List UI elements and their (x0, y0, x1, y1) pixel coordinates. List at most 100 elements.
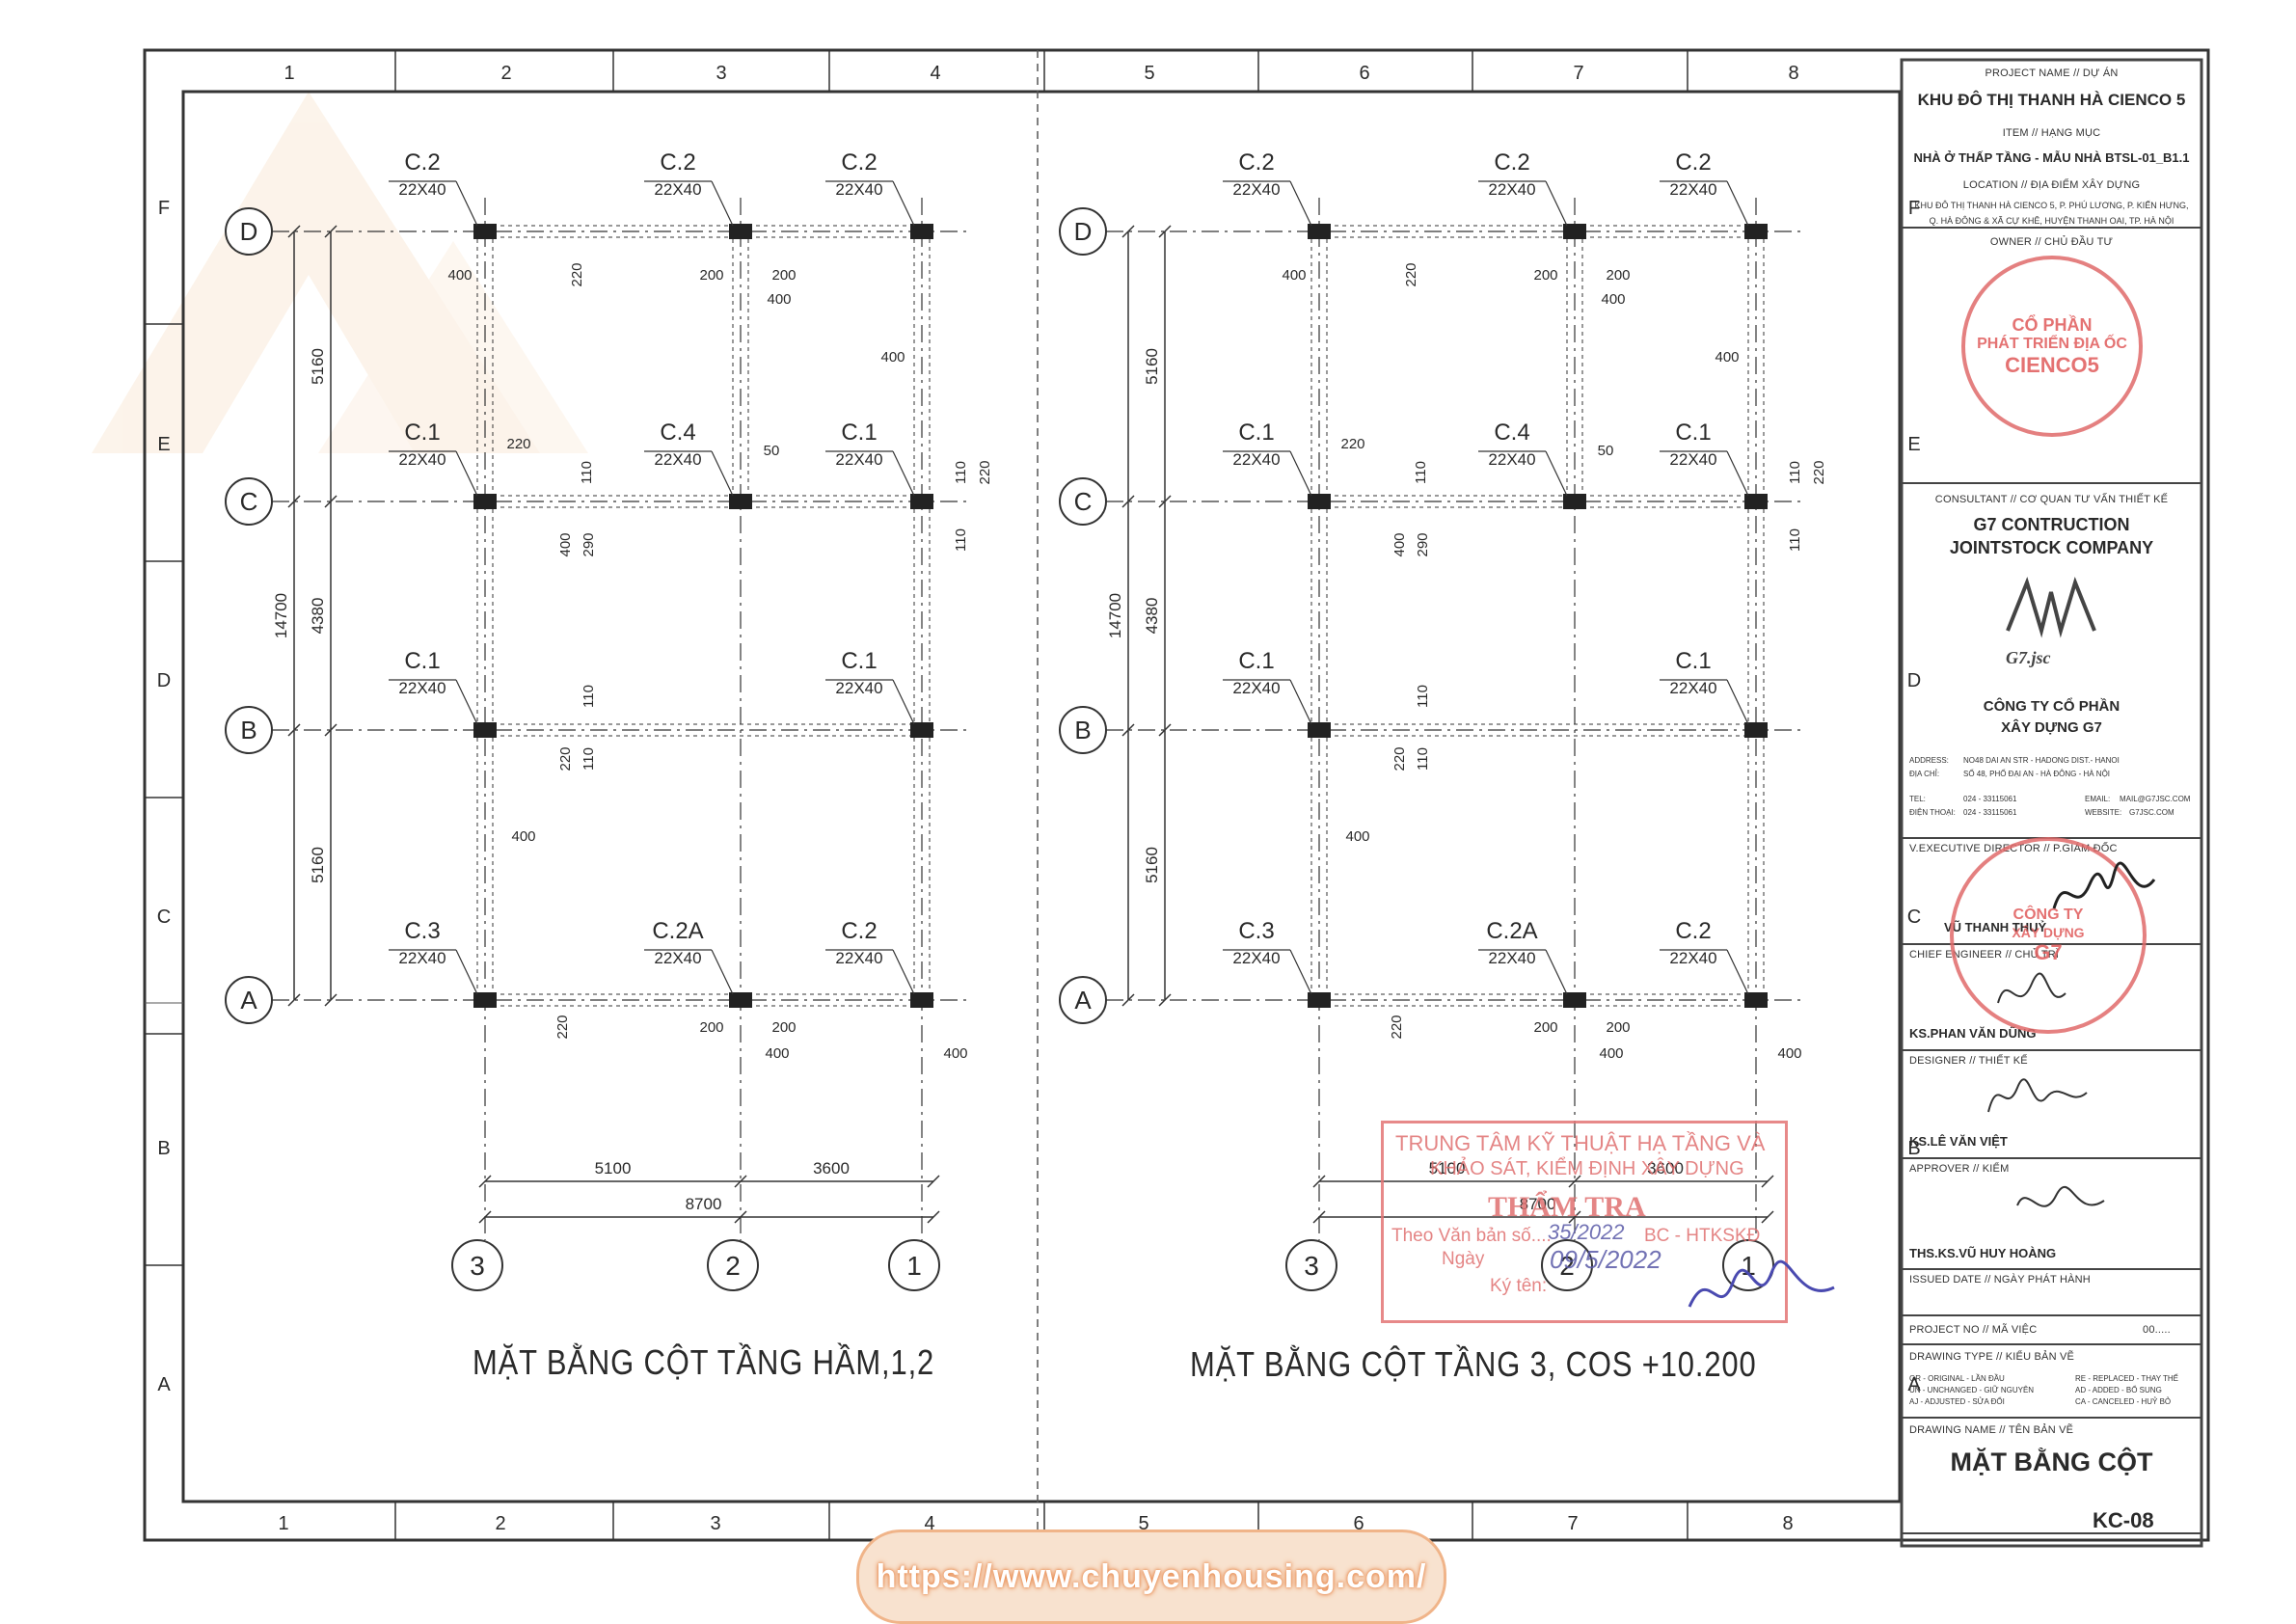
dim-seg3-vertical: 5160 (1143, 847, 1161, 883)
dim-seg1-horizontal: 5100 (595, 1159, 632, 1177)
column-name: C.1 (1675, 648, 1711, 674)
drawingname-label: DRAWING NAME // TÊN BẢN VẼ (1909, 1424, 2074, 1436)
consultant-line1: G7 CONTRUCTION (1973, 515, 2130, 534)
dim-400: 400 (765, 1045, 789, 1062)
dt-replaced: RE - REPLACED - THAY THẾ (2075, 1374, 2178, 1383)
top-grid-number: 3 (716, 63, 726, 84)
dt-canceled: CA - CANCELED - HUỶ BỎ (2075, 1397, 2172, 1406)
right-grid-letter: C (1907, 907, 1921, 928)
dim-tick (324, 225, 338, 238)
dim-tick (324, 495, 338, 508)
address-label: ADDRESS: (1909, 756, 1949, 765)
website-url-badge[interactable]: https://www.chuyenhousing.com/ (856, 1529, 1446, 1624)
dim-400: 400 (1599, 1045, 1623, 1062)
g7-logo-text: G7.jsc (2006, 648, 2051, 667)
column-marker (1744, 224, 1768, 239)
dim-290: 290 (581, 532, 597, 556)
review-stamp-line4c: BC - HTKSKĐ (1644, 1226, 1761, 1246)
column-leader-d (1289, 949, 1312, 995)
row-axis-bubble (1059, 976, 1107, 1024)
owner-stamp-line2: PHÁT TRIỂN ĐỊA ỐC (1977, 335, 2127, 352)
column-name: C.2A (1486, 918, 1537, 944)
column-leader-d (892, 679, 915, 725)
column-name: C.2 (1238, 149, 1274, 176)
dim-tick (287, 225, 301, 238)
consultant-section: CONSULTANT // CƠ QUAN TƯ VẤN THIẾT KẾ G7… (1902, 484, 2201, 839)
column-leader-d (1726, 949, 1749, 995)
owner-stamp: CỔ PHẦN PHÁT TRIỂN ĐỊA ỐC CIENCO5 (1961, 256, 2143, 437)
col-axis-label: 3 (1304, 1251, 1319, 1281)
dim-110: 110 (953, 528, 969, 552)
dim-seg2-horizontal: 3600 (1647, 1159, 1684, 1177)
inner-frame (181, 90, 1902, 1503)
column-name: C.2 (660, 149, 695, 176)
column-size: 22X40 (1669, 450, 1716, 469)
dim-400: 400 (1777, 1045, 1801, 1062)
dim-110: 110 (1413, 461, 1429, 484)
row-axis-label: B (1074, 716, 1091, 744)
dim-tick (1312, 1175, 1326, 1188)
dim-50: 50 (1598, 443, 1614, 459)
right-grid-letter: B (1907, 1138, 1920, 1159)
company-stamp: CÔNG TY XÂY DỰNG G7 (1950, 837, 2147, 1034)
column-size: 22X40 (1488, 949, 1535, 967)
dim-tick (1158, 225, 1172, 238)
column-name: C.2 (404, 149, 440, 176)
left-grid-letter: A (157, 1374, 171, 1395)
column-leader-d (1289, 450, 1312, 497)
column-size: 22X40 (1488, 180, 1535, 199)
row-axis-bubble (225, 477, 273, 526)
row-axis-bubble (1059, 706, 1107, 754)
column-leader-d (892, 949, 915, 995)
column-marker (1744, 494, 1768, 509)
project-label: PROJECT NAME // DỰ ÁN (1985, 68, 2119, 79)
column-marker (910, 224, 933, 239)
row-axis-label: A (240, 986, 257, 1015)
designer-name: KS.LÊ VĂN VIỆT (1909, 1134, 2008, 1149)
col-axis-bubble (888, 1239, 940, 1291)
review-stamp: TRUNG TÂM KỸ THUẬT HẠ TẦNG VÀ KHẢO SÁT, … (1381, 1121, 1788, 1323)
email-value: MAIL@G7JSC.COM (2120, 795, 2191, 803)
drawingtype-section: DRAWING TYPE // KIỂU BẢN VẼ OR - ORIGINA… (1902, 1345, 2201, 1419)
dim-tick (1121, 225, 1135, 238)
dim-110: 110 (953, 461, 969, 484)
dt-adjusted: AJ - ADJUSTED - SỬA ĐỔI (1909, 1397, 2005, 1406)
column-name: C.2 (1494, 149, 1529, 176)
dim-400: 400 (1715, 349, 1739, 365)
row-axis-label: C (240, 487, 258, 516)
row-axis-bubble (225, 976, 273, 1024)
top-grid-number: 7 (1573, 63, 1583, 84)
column-name: C.1 (404, 420, 440, 446)
left-grid-letter: E (157, 434, 170, 455)
company-vn-line1: CÔNG TY CỔ PHẦN (1983, 698, 2120, 715)
row-axis-bubble (1059, 207, 1107, 256)
dim-400: 400 (511, 828, 535, 845)
consultant-line2: JOINTSTOCK COMPANY (1949, 538, 2154, 557)
column-leader-d (711, 180, 734, 227)
column-leader-d (892, 450, 915, 497)
column-size: 22X40 (654, 450, 701, 469)
column-name: C.2 (1675, 149, 1711, 176)
col-axis-label: 2 (1559, 1251, 1575, 1281)
dim-200: 200 (699, 267, 723, 284)
approver-name: THS.KS.VŨ HUY HOÀNG (1909, 1246, 2057, 1260)
projectno-label: PROJECT NO // MÃ VIỆC (1909, 1324, 2038, 1336)
dt-original: OR - ORIGINAL - LẦN ĐẦU (1909, 1374, 2005, 1383)
row-axis-label: D (1074, 217, 1093, 246)
approver-signature (2016, 1185, 2105, 1207)
dim-tick (927, 1210, 940, 1224)
review-stamp-line6: Ký tên: (1490, 1276, 1548, 1296)
col-axis-bubble (451, 1239, 503, 1291)
dim-tick (734, 1175, 747, 1188)
consultant-label: CONSULTANT // CƠ QUAN TƯ VẤN THIẾT KẾ (1934, 494, 2169, 505)
dim-tick (1761, 1175, 1774, 1188)
dim-tick (287, 495, 301, 508)
project-name: KHU ĐÔ THỊ THANH HÀ CIENCO 5 (1917, 91, 2186, 109)
column-size: 22X40 (1232, 679, 1280, 697)
dim-200: 200 (771, 1019, 796, 1036)
column-marker (473, 494, 497, 509)
dim-220: 220 (557, 746, 574, 771)
approver-label: APPROVER // KIỂM (1909, 1163, 2010, 1175)
g7-logo-icon (2006, 576, 2096, 638)
